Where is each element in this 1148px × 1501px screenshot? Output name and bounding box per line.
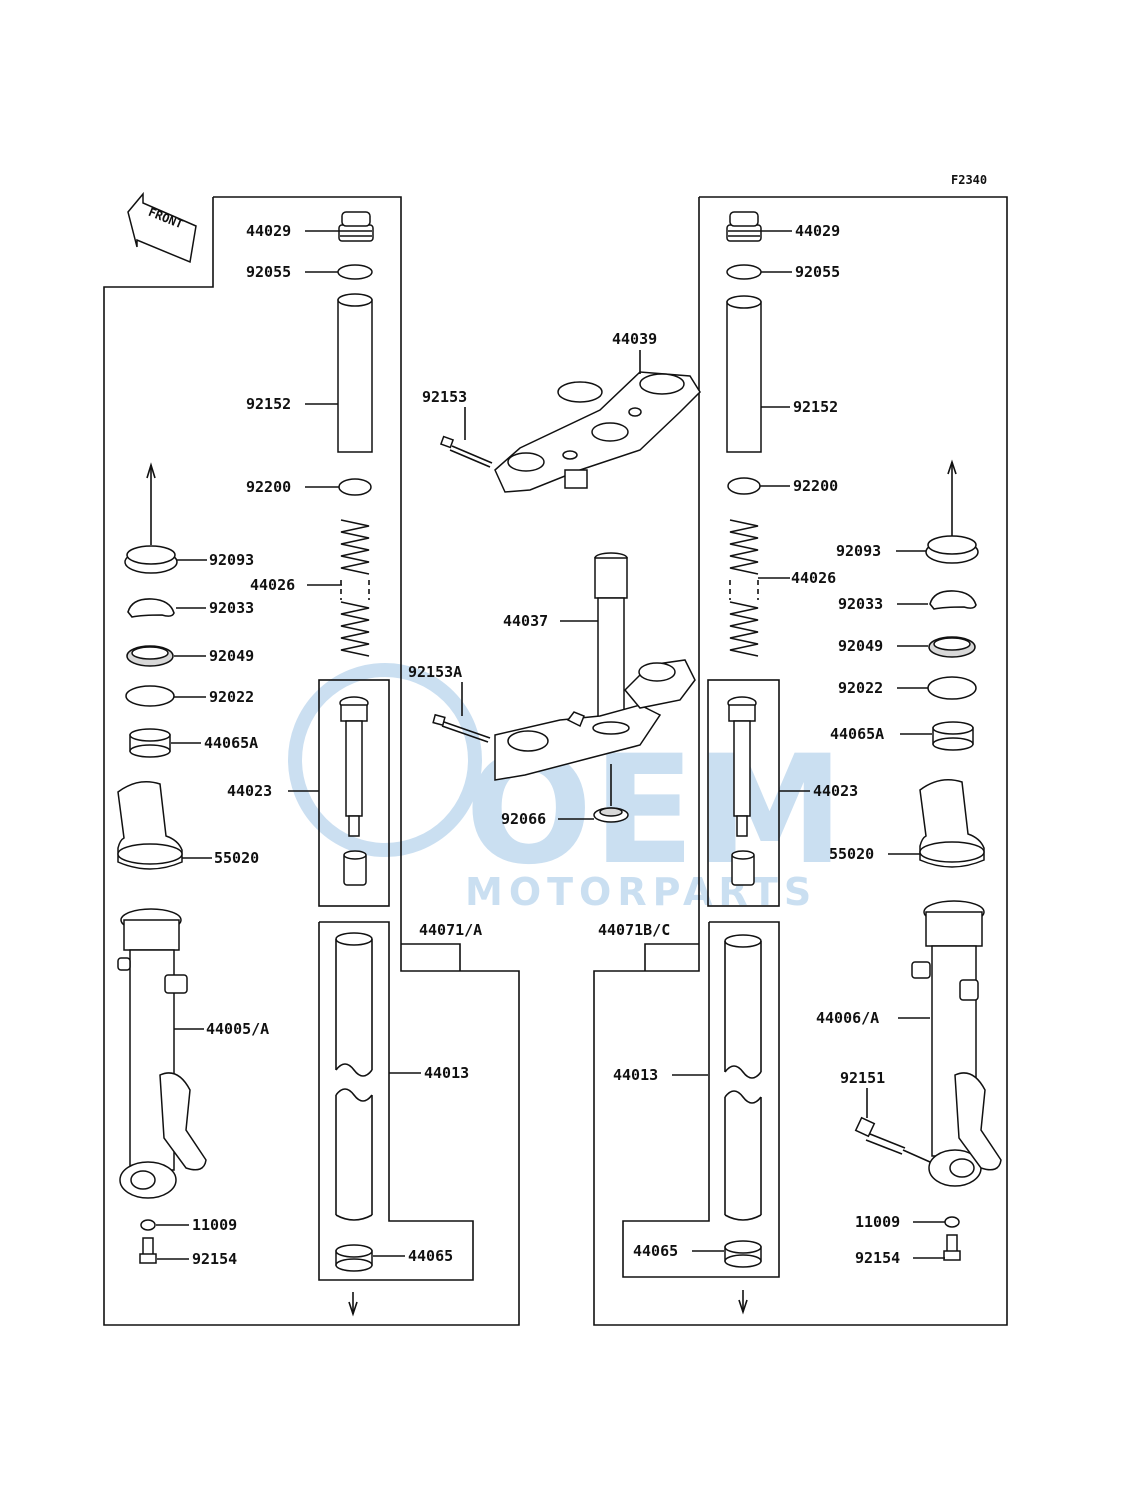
left-fork-guard-part xyxy=(117,781,183,870)
label-left-44026: 44026 xyxy=(250,576,295,594)
label-right-92033: 92033 xyxy=(838,595,883,613)
right-drain-bolt-part xyxy=(943,1234,961,1261)
label-right-44065: 44065 xyxy=(633,1242,678,1260)
left-fork-group-outline xyxy=(103,196,520,1326)
label-left-44005A: 44005/A xyxy=(206,1020,269,1038)
label-right-92154: 92154 xyxy=(855,1249,900,1267)
label-left-44071A: 44071/A xyxy=(419,921,482,939)
label-center-92153: 92153 xyxy=(422,388,467,406)
left-bushing-44065A-part xyxy=(129,728,171,758)
label-right-44006A: 44006/A xyxy=(816,1009,879,1027)
watermark: OEM MOTORPARTS xyxy=(288,663,844,914)
right-cap-bolt-part xyxy=(726,211,762,242)
left-stopper-ring-part xyxy=(127,598,175,618)
left-drain-bolt-part xyxy=(139,1237,157,1264)
right-gasket-part xyxy=(944,1216,960,1228)
left-oil-seal-part xyxy=(126,645,174,667)
steering-stem-part xyxy=(494,552,696,781)
left-outer-tube-44013-part xyxy=(335,932,373,1221)
left-washer-92022-part xyxy=(125,685,175,707)
label-right-44013: 44013 xyxy=(613,1066,658,1084)
left-inner-tube-box xyxy=(318,679,390,907)
watermark-sub: MOTORPARTS xyxy=(465,870,817,914)
label-left-92200: 92200 xyxy=(246,478,291,496)
right-inner-tube-box xyxy=(707,679,780,907)
label-center-92066: 92066 xyxy=(501,810,546,828)
label-right-92200: 92200 xyxy=(793,477,838,495)
stem-bolt-92153A-part xyxy=(432,713,491,743)
right-bushing-44065-part xyxy=(724,1240,762,1268)
label-right-44026: 44026 xyxy=(791,569,836,587)
right-outer-tube-part xyxy=(911,900,1002,1187)
right-washer-92022-part xyxy=(927,676,977,700)
front-arrow-icon: FRONT xyxy=(127,191,197,264)
left-outer-tube-box xyxy=(318,921,474,1281)
label-left-92055: 92055 xyxy=(246,263,291,281)
label-left-92049: 92049 xyxy=(209,647,254,665)
bracket-bolt-92153-part xyxy=(439,435,493,468)
right-axle-bolt-92151-part xyxy=(854,1116,931,1163)
label-center-44037: 44037 xyxy=(503,612,548,630)
label-left-44065: 44065 xyxy=(408,1247,453,1265)
upper-bracket-part xyxy=(494,371,701,493)
label-left-44023: 44023 xyxy=(227,782,272,800)
label-right-92022: 92022 xyxy=(838,679,883,697)
right-washer-part xyxy=(727,477,761,495)
right-o-ring-part xyxy=(726,264,762,280)
label-right-55020: 55020 xyxy=(829,845,874,863)
left-o-ring-part xyxy=(337,264,373,280)
right-stopper-ring-part xyxy=(929,590,977,610)
right-outer-tube-44013-part xyxy=(724,934,762,1221)
left-outer-tube-part xyxy=(117,908,207,1199)
right-fork-group-outline xyxy=(593,196,1008,1326)
stem-seal-92066-part xyxy=(593,764,629,823)
right-outer-tube-box xyxy=(622,921,780,1278)
label-right-44071BC: 44071B/C xyxy=(598,921,670,939)
label-left-92152: 92152 xyxy=(246,395,291,413)
left-dust-seal-part xyxy=(124,462,178,574)
label-left-92093: 92093 xyxy=(209,551,254,569)
label-right-44065A: 44065A xyxy=(830,725,884,743)
right-spring-part xyxy=(729,519,759,657)
left-gasket-part xyxy=(140,1219,156,1231)
label-left-92022: 92022 xyxy=(209,688,254,706)
label-right-92151: 92151 xyxy=(840,1069,885,1087)
label-right-92049: 92049 xyxy=(838,637,883,655)
right-bushing-44065A-part xyxy=(932,721,974,751)
right-collar-tube-part xyxy=(726,295,762,453)
left-collar-tube-part xyxy=(337,293,373,453)
left-bottom-arrow-icon xyxy=(348,1292,358,1317)
label-right-11009: 11009 xyxy=(855,1213,900,1231)
left-bushing-44065-part xyxy=(335,1244,373,1272)
label-right-44029: 44029 xyxy=(795,222,840,240)
label-right-92093: 92093 xyxy=(836,542,881,560)
label-center-44039: 44039 xyxy=(612,330,657,348)
right-dust-seal-part xyxy=(925,459,979,564)
label-right-44023: 44023 xyxy=(813,782,858,800)
left-washer-part xyxy=(338,478,372,496)
label-left-44013: 44013 xyxy=(424,1064,469,1082)
label-left-92154: 92154 xyxy=(192,1250,237,1268)
label-left-44029: 44029 xyxy=(246,222,291,240)
label-left-92033: 92033 xyxy=(209,599,254,617)
label-right-92055: 92055 xyxy=(795,263,840,281)
label-left-55020: 55020 xyxy=(214,849,259,867)
right-fork-guard-part xyxy=(919,779,985,868)
figure-code: F2340 xyxy=(951,173,987,187)
left-cap-bolt-part xyxy=(338,211,374,242)
right-inner-damper-part xyxy=(727,696,757,886)
left-inner-damper-part xyxy=(339,696,369,886)
label-center-92153A: 92153A xyxy=(408,663,462,681)
label-left-11009: 11009 xyxy=(192,1216,237,1234)
right-oil-seal-part xyxy=(928,636,976,658)
left-spring-part xyxy=(340,519,370,657)
label-left-44065A: 44065A xyxy=(204,734,258,752)
right-bottom-arrow-icon xyxy=(738,1290,748,1315)
label-right-92152: 92152 xyxy=(793,398,838,416)
